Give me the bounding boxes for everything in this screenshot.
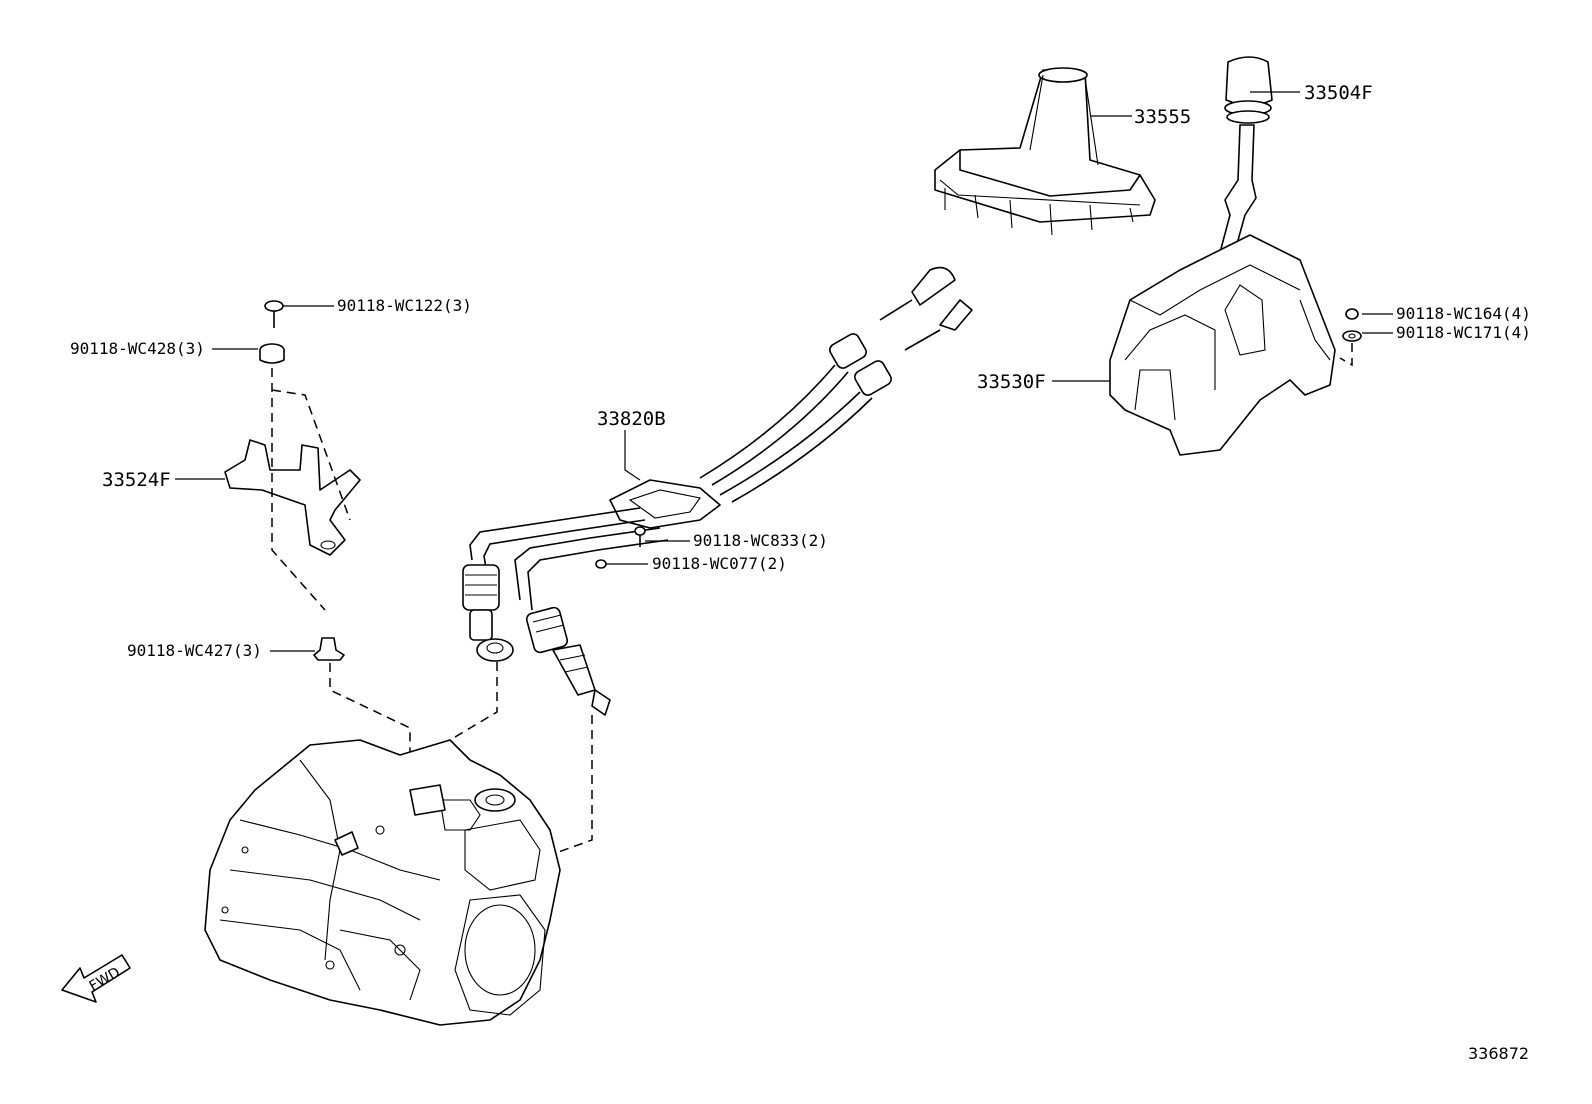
label-bracket: 33524F	[102, 469, 171, 491]
label-bolt-wc427: 90118-WC427(3)	[127, 641, 262, 660]
bolt-wc427-part	[313, 637, 345, 661]
shift-knob-part	[1224, 56, 1273, 124]
nut-wc077-part	[595, 559, 607, 569]
washer-wc171-part	[1342, 330, 1362, 342]
bolt-wc122-part	[264, 300, 284, 328]
diagram-id: 336872	[1468, 1044, 1529, 1063]
label-nut-wc077: 90118-WC077(2)	[652, 554, 787, 573]
fwd-arrow-icon: FWD	[61, 954, 131, 1003]
label-shift-lever-housing: 33530F	[977, 371, 1046, 393]
shift-cable-assembly-part	[462, 266, 973, 716]
label-washer-wc171: 90118-WC171(4)	[1396, 323, 1531, 342]
shift-lever-housing-part	[1109, 124, 1336, 456]
label-nut-wc164: 90118-WC164(4)	[1396, 304, 1531, 323]
label-shift-boot: 33555	[1134, 106, 1191, 128]
bolt-wc833-part	[634, 526, 646, 547]
transmission-part	[204, 739, 561, 1026]
label-bolt-wc122: 90118-WC122(3)	[337, 296, 472, 315]
label-washer-wc428: 90118-WC428(3)	[70, 339, 205, 358]
label-bolt-wc833: 90118-WC833(2)	[693, 531, 828, 550]
label-shift-knob: 33504F	[1304, 82, 1373, 104]
washer-wc428-part	[259, 343, 285, 364]
bracket-part	[224, 439, 361, 556]
label-cable-assembly: 33820B	[597, 408, 666, 430]
shift-boot-part	[934, 67, 1156, 236]
nut-wc164-part	[1345, 308, 1359, 320]
